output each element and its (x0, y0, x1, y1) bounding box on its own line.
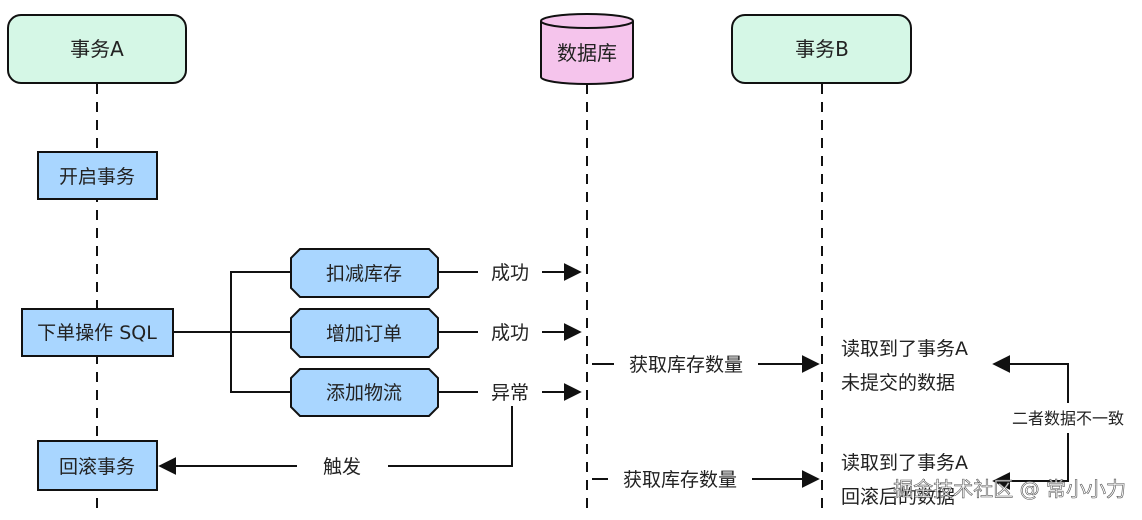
query-stock-1-label: 获取库存数量 (629, 354, 743, 376)
result-exception: 异常 (491, 382, 529, 404)
participant-transaction-a: 事务A (7, 14, 187, 84)
step-rollback-transaction: 回滚事务 (37, 440, 158, 491)
watermark: 掘金技术社区 @ 常小小力 (893, 477, 1126, 501)
step-begin-transaction: 开启事务 (37, 151, 158, 200)
read1-line2: 未提交的数据 (841, 372, 955, 394)
arrow-query-stock-1: 获取库存数量 (592, 354, 820, 376)
op-add-logistics-label: 添加物流 (326, 382, 402, 404)
result-success-2: 成功 (491, 322, 529, 344)
result-success-1: 成功 (491, 262, 529, 284)
branch-connector (173, 271, 291, 393)
participant-db-label: 数据库 (557, 41, 617, 65)
op-deduct-stock: 扣减库存 (290, 248, 439, 298)
participant-transaction-b: 事务B (731, 14, 912, 84)
step-rollback-label: 回滚事务 (59, 456, 135, 478)
arrow-trigger-rollback: 触发 (158, 406, 513, 478)
step-begin-label: 开启事务 (59, 166, 135, 188)
step-order-sql-label: 下单操作 SQL (37, 322, 157, 344)
arrow-query-stock-2: 获取库存数量 (592, 469, 820, 491)
arrow-order-success: 成功 (438, 322, 582, 344)
participant-b-label: 事务B (795, 37, 849, 61)
query-stock-2-label: 获取库存数量 (623, 469, 737, 491)
step-order-sql: 下单操作 SQL (21, 308, 174, 357)
participant-database: 数据库 (540, 13, 634, 85)
participant-a-label: 事务A (70, 37, 124, 61)
arrow-logistics-exception: 异常 (438, 382, 582, 404)
op-deduct-stock-label: 扣减库存 (326, 263, 402, 285)
result-trigger: 触发 (323, 456, 361, 478)
inconsistency-label: 二者数据不一致 (1012, 409, 1124, 428)
read2-line1: 读取到了事务A (841, 452, 968, 474)
read-result-uncommitted: 读取到了事务A 未提交的数据 (841, 338, 968, 394)
arrow-deduct-success: 成功 (438, 262, 582, 284)
read1-line1: 读取到了事务A (841, 338, 968, 360)
inconsistency-bracket: 二者数据不一致 (992, 355, 1124, 490)
read2-line2: 回滚后的数据 (841, 486, 955, 508)
read-result-rolledback: 读取到了事务A 回滚后的数据 (841, 452, 968, 508)
op-add-order-label: 增加订单 (326, 323, 402, 345)
op-add-order: 增加订单 (290, 308, 439, 358)
op-add-logistics: 添加物流 (290, 368, 439, 417)
